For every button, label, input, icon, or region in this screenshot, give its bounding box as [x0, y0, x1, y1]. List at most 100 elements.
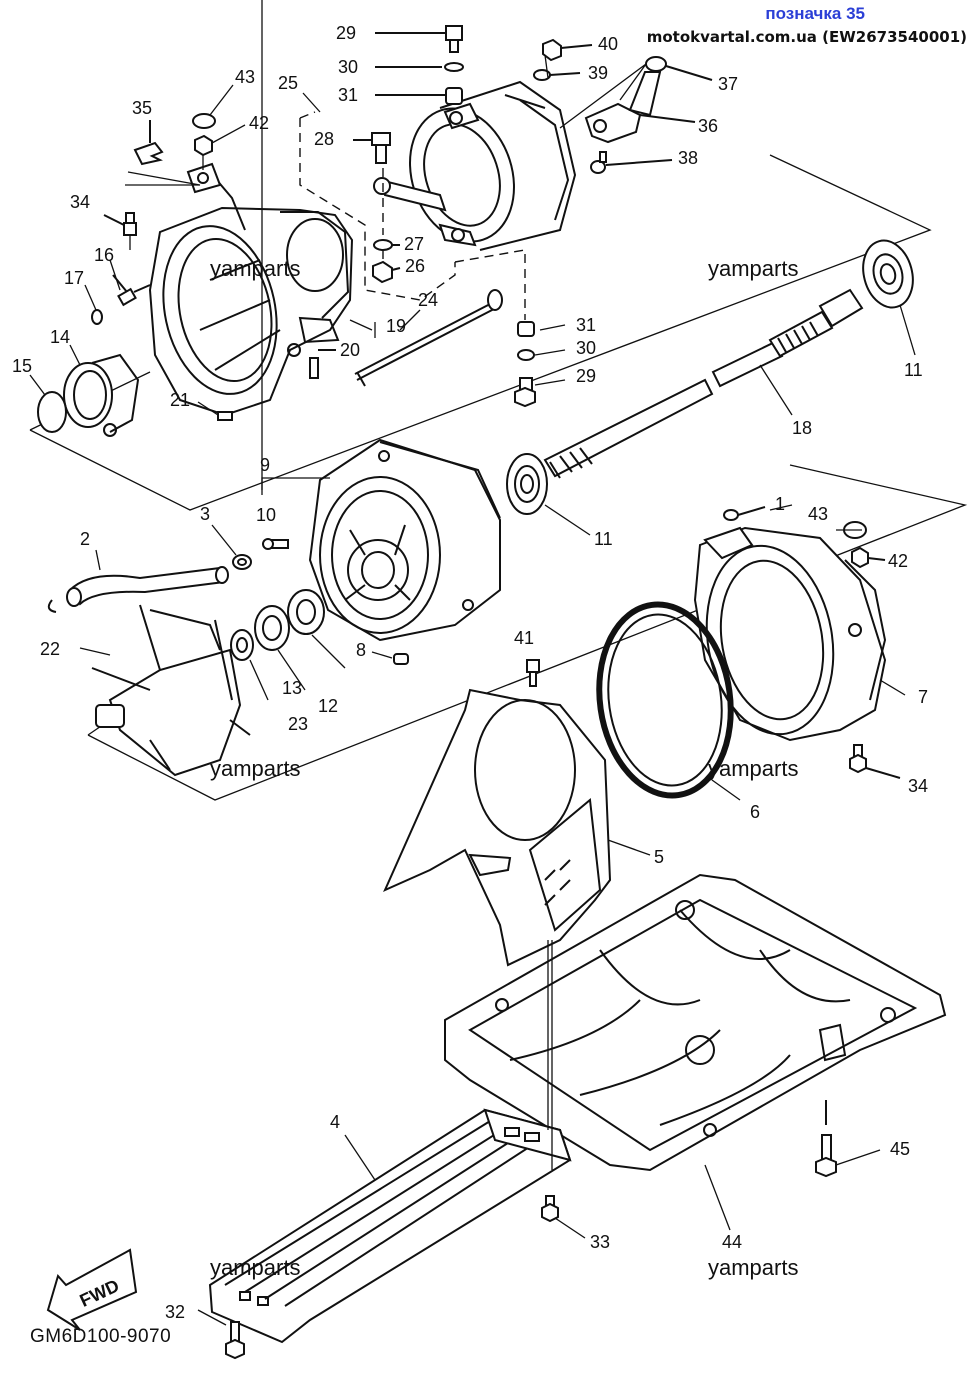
callout-34-right: 34 [908, 776, 928, 796]
lever-36 [584, 71, 696, 144]
callout-14: 14 [50, 327, 70, 347]
drawing-code: GM6D100-9070 [30, 1326, 172, 1347]
bolt-28 [353, 132, 391, 164]
callout-18: 18 [792, 418, 812, 438]
callout-43-top: 43 [235, 67, 255, 87]
stud-1 [723, 506, 766, 521]
bearing-11-right [862, 239, 914, 309]
screw-10 [262, 538, 289, 550]
callout-42-top: 42 [249, 113, 269, 133]
source-caption: motokvartal.com.ua (EW2673540001) [646, 28, 967, 46]
watermark: yamparts [708, 1255, 799, 1280]
callout-16: 16 [94, 245, 114, 265]
steering-nozzle-25 [299, 80, 577, 301]
callout-44: 44 [722, 1232, 742, 1252]
hose-2 [47, 566, 229, 613]
callout-21: 21 [170, 390, 190, 410]
callout-35: 35 [132, 98, 152, 118]
callout-41: 41 [514, 628, 534, 648]
page-marker-label: позначка 35 [765, 4, 865, 23]
callout-8: 8 [356, 640, 366, 660]
washer-17 [91, 309, 103, 325]
callout-45: 45 [890, 1139, 910, 1159]
bolt-45 [815, 1100, 837, 1178]
cap-43-top [192, 113, 216, 129]
washer-30-top [375, 62, 464, 72]
pump-housing-19 [148, 162, 354, 417]
clip-35 [133, 120, 164, 166]
spacer-23 [230, 629, 254, 661]
callout-2: 2 [80, 529, 90, 549]
callout-15: 15 [12, 356, 32, 376]
watermark: yamparts [210, 1255, 301, 1280]
callout-37: 37 [718, 74, 738, 94]
intake-grate-4 [208, 1108, 572, 1344]
bolt-41 [526, 659, 540, 687]
callout-11-middle: 11 [594, 529, 613, 549]
intake-14 [63, 353, 140, 437]
nut-40 [542, 38, 593, 62]
impeller-22 [91, 604, 251, 777]
callout-6: 6 [750, 802, 760, 822]
forward-arrow-icon [46, 1248, 138, 1331]
callout-42-right: 42 [888, 551, 908, 571]
callout-27: 27 [404, 234, 424, 254]
bolt-34-top [103, 171, 201, 250]
callout-12: 12 [318, 696, 338, 716]
callout-33: 33 [590, 1232, 610, 1252]
ride-plate-44 [444, 873, 947, 1172]
pin-21 [217, 411, 233, 421]
collar-31-lower [517, 321, 535, 337]
bolt-29-lower [514, 377, 536, 408]
callout-7: 7 [918, 687, 928, 707]
cover-15 [37, 391, 67, 433]
callout-26: 26 [405, 256, 425, 276]
impeller-housing-9 [308, 438, 501, 642]
drive-shaft-18 [543, 288, 864, 479]
leader-lines [29, 0, 916, 1326]
stud-24 [354, 289, 503, 387]
watermark: yamparts [210, 756, 301, 781]
screw-38 [590, 151, 673, 174]
callout-11-right: 11 [904, 360, 923, 380]
bolt-16 [112, 274, 151, 307]
bolt-29-top [375, 25, 463, 53]
callout-23: 23 [288, 714, 308, 734]
callout-29-top: 29 [336, 23, 356, 43]
callout-38: 38 [678, 148, 698, 168]
callout-30-top: 30 [338, 57, 358, 77]
callout-4: 4 [330, 1112, 340, 1132]
callout-5: 5 [654, 847, 664, 867]
callout-labels: 29 40 30 39 31 37 43 25 42 35 28 36 38 3… [12, 23, 928, 1322]
bearing-13 [287, 589, 325, 635]
callout-13: 13 [282, 678, 302, 698]
cap-37 [559, 56, 713, 129]
callout-17: 17 [64, 268, 84, 288]
callout-32: 32 [165, 1302, 185, 1322]
callout-31-top: 31 [338, 85, 358, 105]
seal-ring-6 [596, 601, 734, 799]
callout-10: 10 [256, 505, 276, 525]
clamp-3 [232, 554, 252, 570]
callout-30-lower: 30 [576, 338, 596, 358]
callout-20: 20 [340, 340, 360, 360]
callout-31-lower: 31 [576, 315, 596, 335]
nut-26 [372, 260, 401, 284]
watermark: yamparts [708, 256, 799, 281]
collar-31-top [375, 87, 463, 105]
callout-43-right: 43 [808, 504, 828, 524]
washer-39 [533, 69, 581, 81]
callout-22: 22 [40, 639, 60, 659]
nut-42-right [851, 546, 886, 569]
bolt-33 [541, 1195, 559, 1223]
callout-1: 1 [775, 494, 785, 514]
callout-34-top: 34 [70, 192, 90, 212]
washer-30-lower [517, 349, 535, 361]
watermark: yamparts [708, 756, 799, 781]
callout-39: 39 [588, 63, 608, 83]
pin-20 [309, 349, 336, 379]
callout-29-lower: 29 [576, 366, 596, 386]
bearing-12 [254, 605, 290, 651]
callout-25: 25 [278, 73, 298, 93]
